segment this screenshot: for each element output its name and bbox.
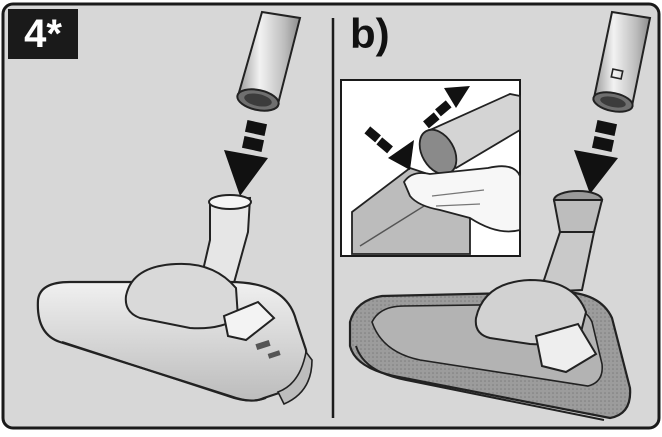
tube-b bbox=[592, 10, 652, 113]
push-arrow-icon bbox=[364, 126, 414, 170]
panel-a bbox=[36, 10, 313, 406]
floor-nozzle-b bbox=[348, 190, 632, 421]
floor-nozzle-a bbox=[36, 194, 313, 406]
tube-a bbox=[236, 10, 302, 112]
arrow-down-icon bbox=[574, 120, 618, 194]
release-button-inset bbox=[340, 79, 521, 257]
panel-b-label: b) bbox=[350, 10, 390, 57]
arrow-down-icon bbox=[224, 120, 268, 196]
release-arrow-icon bbox=[423, 86, 470, 129]
panel-b bbox=[340, 10, 652, 421]
step-number-badge: 4* bbox=[8, 9, 78, 59]
